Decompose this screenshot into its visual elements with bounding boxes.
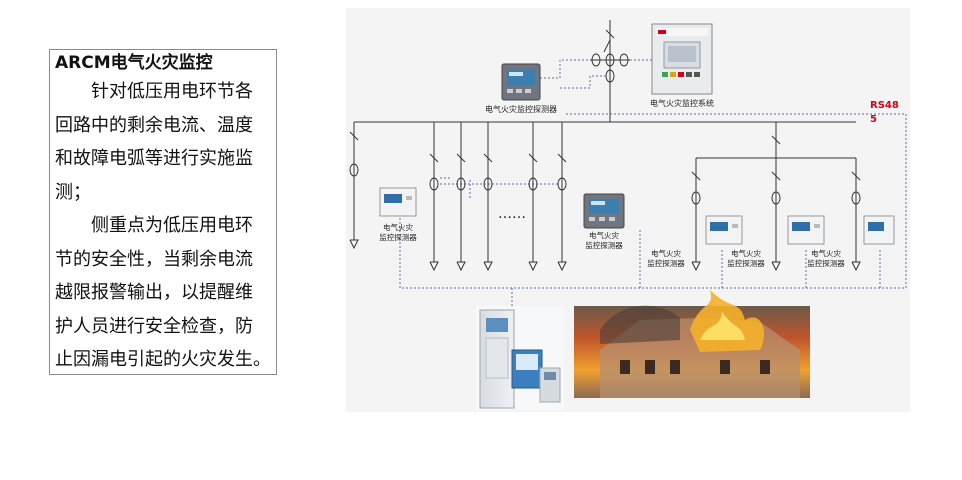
detector-2-label-line2: 监控探测器 [647, 258, 685, 268]
main-feeder [603, 20, 615, 122]
rs485-bus [399, 113, 907, 306]
more-branches-ellipsis: …… [498, 206, 526, 222]
main-comm-dashed [540, 59, 652, 89]
detector-3-label-line1: 电气火灾 [731, 248, 761, 258]
description-line: 节的安全性，当剩余电流 [55, 248, 253, 270]
description-title: ARCM电气火灾监控 [55, 53, 213, 73]
din-detector-2 [705, 215, 743, 245]
detector-4-label-line2: 监控探测器 [807, 258, 845, 268]
description-box: ARCM电气火灾监控 针对低压用电环节各 回路中的剩余电流、温度 和故障电弧等进… [49, 49, 277, 375]
equipment-photo [476, 306, 564, 410]
description-line: 越限报警输出，以提醒维 [55, 282, 253, 303]
main-detector-label: 电气火灾监控探测器 [485, 104, 557, 114]
rs485-label-cont: 5 [870, 114, 877, 125]
load-arrows [349, 239, 861, 272]
panel-detector-device [583, 193, 625, 229]
panel-detector-label-line2: 监控探测器 [585, 240, 623, 250]
detector-3-label-line2: 监控探测器 [727, 258, 765, 268]
description-line: 护人员进行安全检查，防 [55, 315, 253, 337]
main-ct-group [590, 53, 630, 83]
rs485-label: RS48 [870, 100, 899, 111]
branch-feeders [349, 122, 861, 262]
main-detector-device [501, 63, 541, 101]
fire-photo [574, 290, 810, 398]
description-line: 针对低压用电环节各 [91, 81, 253, 102]
branch-ct-group [349, 163, 861, 205]
detector-1-label-line1: 电气火灾 [383, 222, 413, 232]
description-line: 测； [55, 181, 91, 203]
detector-1-label-line2: 监控探测器 [379, 232, 417, 242]
monitoring-system-label: 电气火灾监控系统 [650, 98, 714, 108]
description-line: 侧重点为低压用电环 [91, 215, 253, 236]
description-line: 止因漏电引起的火灾发生。 [55, 349, 271, 370]
detector-4-label-line1: 电气火灾 [811, 248, 841, 258]
din-detector-1 [379, 187, 417, 217]
description-line: 回路中的剩余电流、温度 [55, 114, 253, 136]
description-line: 和故障电弧等进行实施监 [55, 148, 253, 169]
monitoring-system-device [651, 23, 713, 95]
detector-2-label-line1: 电气火灾 [651, 248, 681, 258]
din-detector-4 [863, 215, 895, 245]
panel-detector-label-line1: 电气火灾 [589, 230, 619, 240]
din-detector-3 [787, 215, 825, 245]
